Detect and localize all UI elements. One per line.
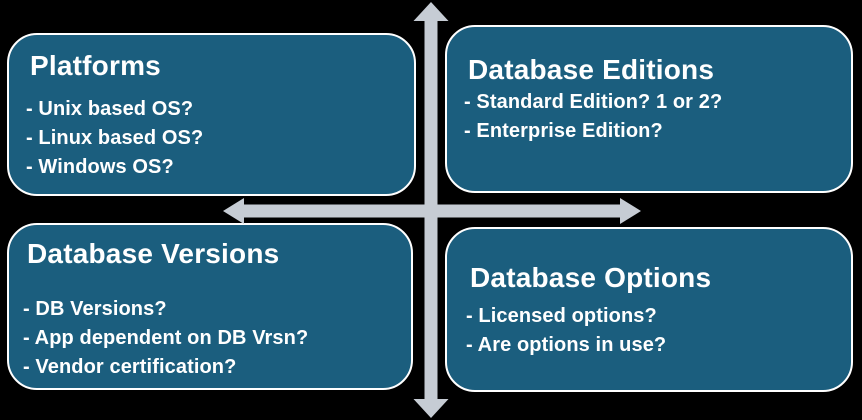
horizontal-double-arrow-icon [223, 198, 641, 224]
quadrant-item: - Unix based OS? [26, 98, 194, 120]
quadrant-title: Platforms [30, 50, 161, 81]
quadrant-item: - Vendor certification? [23, 356, 237, 378]
quadrant-item-list: - Licensed options? - Are options in use… [466, 302, 835, 360]
quadrant-title: Database Options [470, 262, 712, 293]
quadrant-database-options: Database Options - Licensed options? - A… [445, 227, 853, 392]
quadrant-item: - Are options in use? [466, 334, 667, 356]
quadrant-database-editions: Database Editions - Standard Edition? 1 … [445, 25, 853, 193]
quadrant-title: Database Versions [27, 238, 280, 269]
quadrant-item-list: - Unix based OS? - Linux based OS? - Win… [26, 95, 398, 182]
quadrant-platforms: Platforms - Unix based OS? - Linux based… [7, 33, 416, 196]
quadrant-item: - Licensed options? [466, 305, 657, 327]
quadrant-item-list: - DB Versions? - App dependent on DB Vrs… [23, 295, 395, 382]
quadrant-database-versions: Database Versions - DB Versions? - App d… [7, 223, 413, 390]
quadrant-item: - Linux based OS? [26, 127, 204, 149]
quadrant-title: Database Editions [468, 54, 715, 85]
quadrant-item: - Enterprise Edition? [464, 120, 663, 142]
quadrant-item: - App dependent on DB Vrsn? [23, 327, 309, 349]
quadrant-item-list: - Standard Edition? 1 or 2? - Enterprise… [464, 88, 835, 146]
quadrant-item: - Standard Edition? 1 or 2? [464, 91, 723, 113]
quadrant-item: - Windows OS? [26, 156, 174, 178]
quadrant-item: - DB Versions? [23, 298, 167, 320]
